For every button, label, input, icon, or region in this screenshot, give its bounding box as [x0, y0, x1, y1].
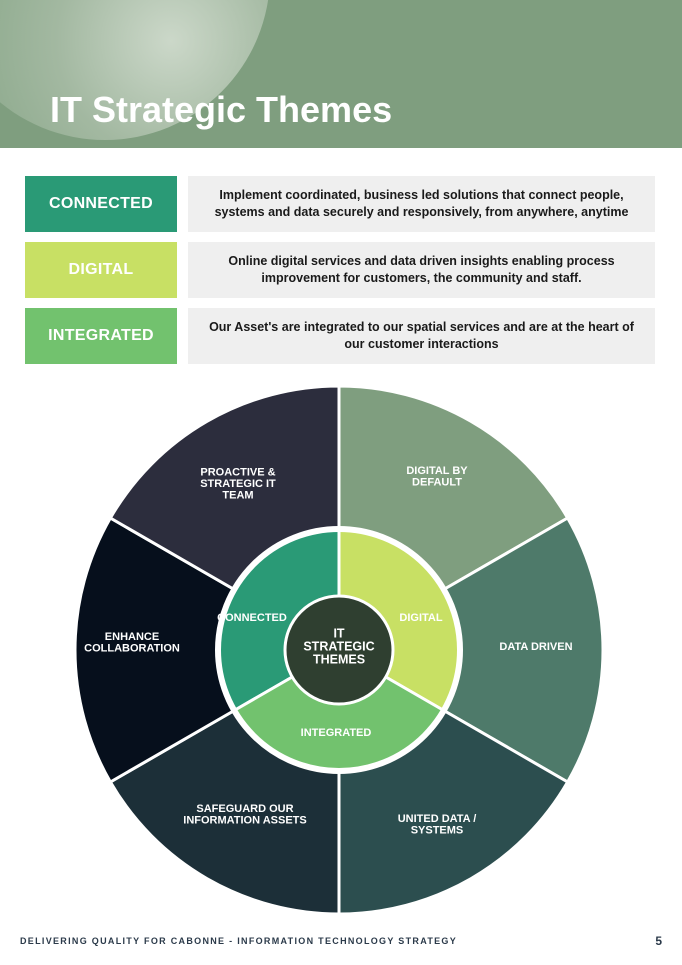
theme-description-connected: Implement coordinated, business led solu… — [188, 176, 655, 232]
outer-label-3-line: INFORMATION ASSETS — [183, 815, 306, 827]
inner-label-connected: CONNECTED — [217, 612, 287, 624]
theme-label-integrated: INTEGRATED — [25, 308, 177, 364]
theme-row-connected: CONNECTED Implement coordinated, busines… — [25, 176, 655, 232]
wheel-divider-ring — [215, 526, 463, 774]
inner-label-digital: DIGITAL — [399, 612, 442, 624]
outer-label-3-line: SAFEGUARD OUR — [196, 803, 293, 815]
theme-row-integrated: INTEGRATED Our Asset's are integrated to… — [25, 308, 655, 364]
header-banner: IT Strategic Themes — [0, 0, 682, 148]
outer-label-2: UNITED DATA /SYSTEMS — [398, 813, 477, 837]
outer-label-0-line: DIGITAL BY — [406, 465, 468, 477]
theme-description-integrated: Our Asset's are integrated to our spatia… — [188, 308, 655, 364]
outer-label-2-line: SYSTEMS — [411, 825, 464, 837]
page-title: IT Strategic Themes — [50, 89, 393, 130]
outer-label-5-line: STRATEGIC IT — [200, 478, 276, 490]
footer-text: DELIVERING QUALITY FOR CABONNE - INFORMA… — [20, 936, 458, 946]
outer-label-5-line: TEAM — [222, 489, 253, 501]
center-label-line: STRATEGIC — [303, 639, 374, 653]
outer-label-1: DATA DRIVEN — [499, 641, 572, 653]
outer-label-5-line: PROACTIVE & — [200, 466, 275, 478]
outer-label-0-line: DEFAULT — [412, 477, 462, 489]
wheel-center — [283, 594, 395, 706]
outer-label-1-line: DATA DRIVEN — [499, 641, 572, 653]
center-label-line: THEMES — [313, 653, 365, 667]
theme-label-digital: DIGITAL — [25, 242, 177, 298]
inner-label-integrated: INTEGRATED — [301, 727, 372, 739]
outer-label-4-line: COLLABORATION — [84, 643, 180, 655]
page-number: 5 — [655, 934, 662, 948]
theme-label-connected: CONNECTED — [25, 176, 177, 232]
theme-description-digital: Online digital services and data driven … — [188, 242, 655, 298]
outer-label-2-line: UNITED DATA / — [398, 813, 477, 825]
outer-label-4-line: ENHANCE — [105, 631, 159, 643]
center-label-line: IT — [333, 626, 344, 640]
theme-row-digital: DIGITAL Online digital services and data… — [25, 242, 655, 298]
